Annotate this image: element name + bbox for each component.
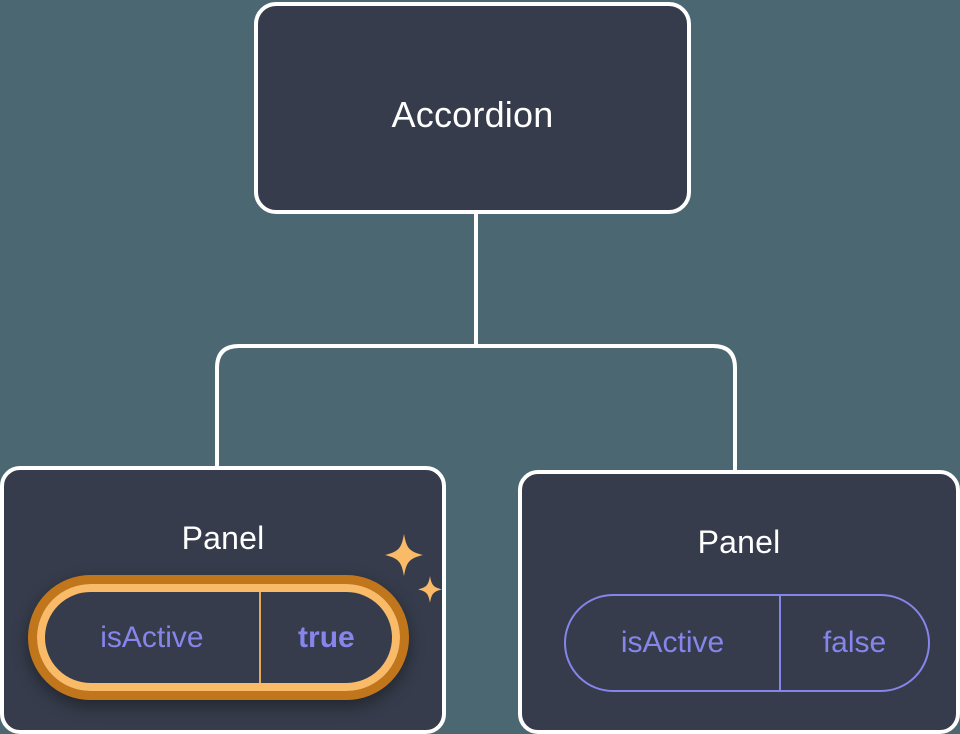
node-accordion-title: Accordion [391, 94, 554, 135]
node-panel-left[interactable]: Panel isActive true [0, 466, 446, 734]
prop-key-label: isActive [100, 620, 204, 654]
prop-pill-highlight-ring [28, 575, 409, 700]
node-panel-left-title: Panel [181, 520, 265, 556]
node-panel-right[interactable]: Panel isActive false [518, 470, 960, 734]
prop-pill-isactive-true[interactable]: isActive true [28, 575, 409, 700]
node-accordion[interactable]: Accordion [254, 2, 691, 214]
prop-pill-isactive-false[interactable]: isActive false [564, 594, 930, 692]
prop-pill-inner: isActive true [37, 584, 400, 691]
prop-value-label: false [779, 596, 928, 690]
prop-value-label: true [258, 592, 392, 683]
node-panel-right-title: Panel [697, 524, 781, 560]
prop-key-label: isActive [620, 626, 725, 659]
connector-branch-rail [215, 344, 737, 470]
